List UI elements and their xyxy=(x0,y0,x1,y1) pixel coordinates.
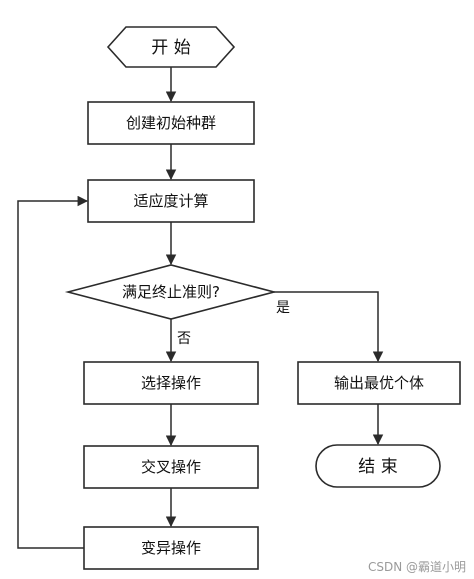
output-label: 输出最优个体 xyxy=(334,374,424,392)
end-node: 结 束 xyxy=(315,444,441,488)
output-node: 输出最优个体 xyxy=(297,361,461,405)
fitness-node: 适应度计算 xyxy=(87,179,255,223)
end-label: 结 束 xyxy=(358,457,397,477)
decision-node: 满足终止准则? xyxy=(64,264,278,320)
no-label: 否 xyxy=(177,331,191,347)
arrow-loop-to-fitness xyxy=(17,195,89,549)
fitness-label: 适应度计算 xyxy=(133,192,208,210)
crossover-node: 交叉操作 xyxy=(83,445,259,489)
select-label: 选择操作 xyxy=(141,374,201,392)
init-population-label: 创建初始种群 xyxy=(126,114,216,132)
mutation-label: 变异操作 xyxy=(141,539,201,557)
mutation-node: 变异操作 xyxy=(83,526,259,570)
start-label: 开 始 xyxy=(151,38,190,58)
watermark: CSDN @霸道小明 xyxy=(368,560,466,574)
decision-label: 满足终止准则? xyxy=(122,283,220,301)
crossover-label: 交叉操作 xyxy=(141,458,201,476)
init-population-node: 创建初始种群 xyxy=(87,101,255,145)
arrow-yes-to-output xyxy=(274,291,384,363)
select-node: 选择操作 xyxy=(83,361,259,405)
yes-label: 是 xyxy=(276,300,290,316)
start-node: 开 始 xyxy=(106,26,236,68)
